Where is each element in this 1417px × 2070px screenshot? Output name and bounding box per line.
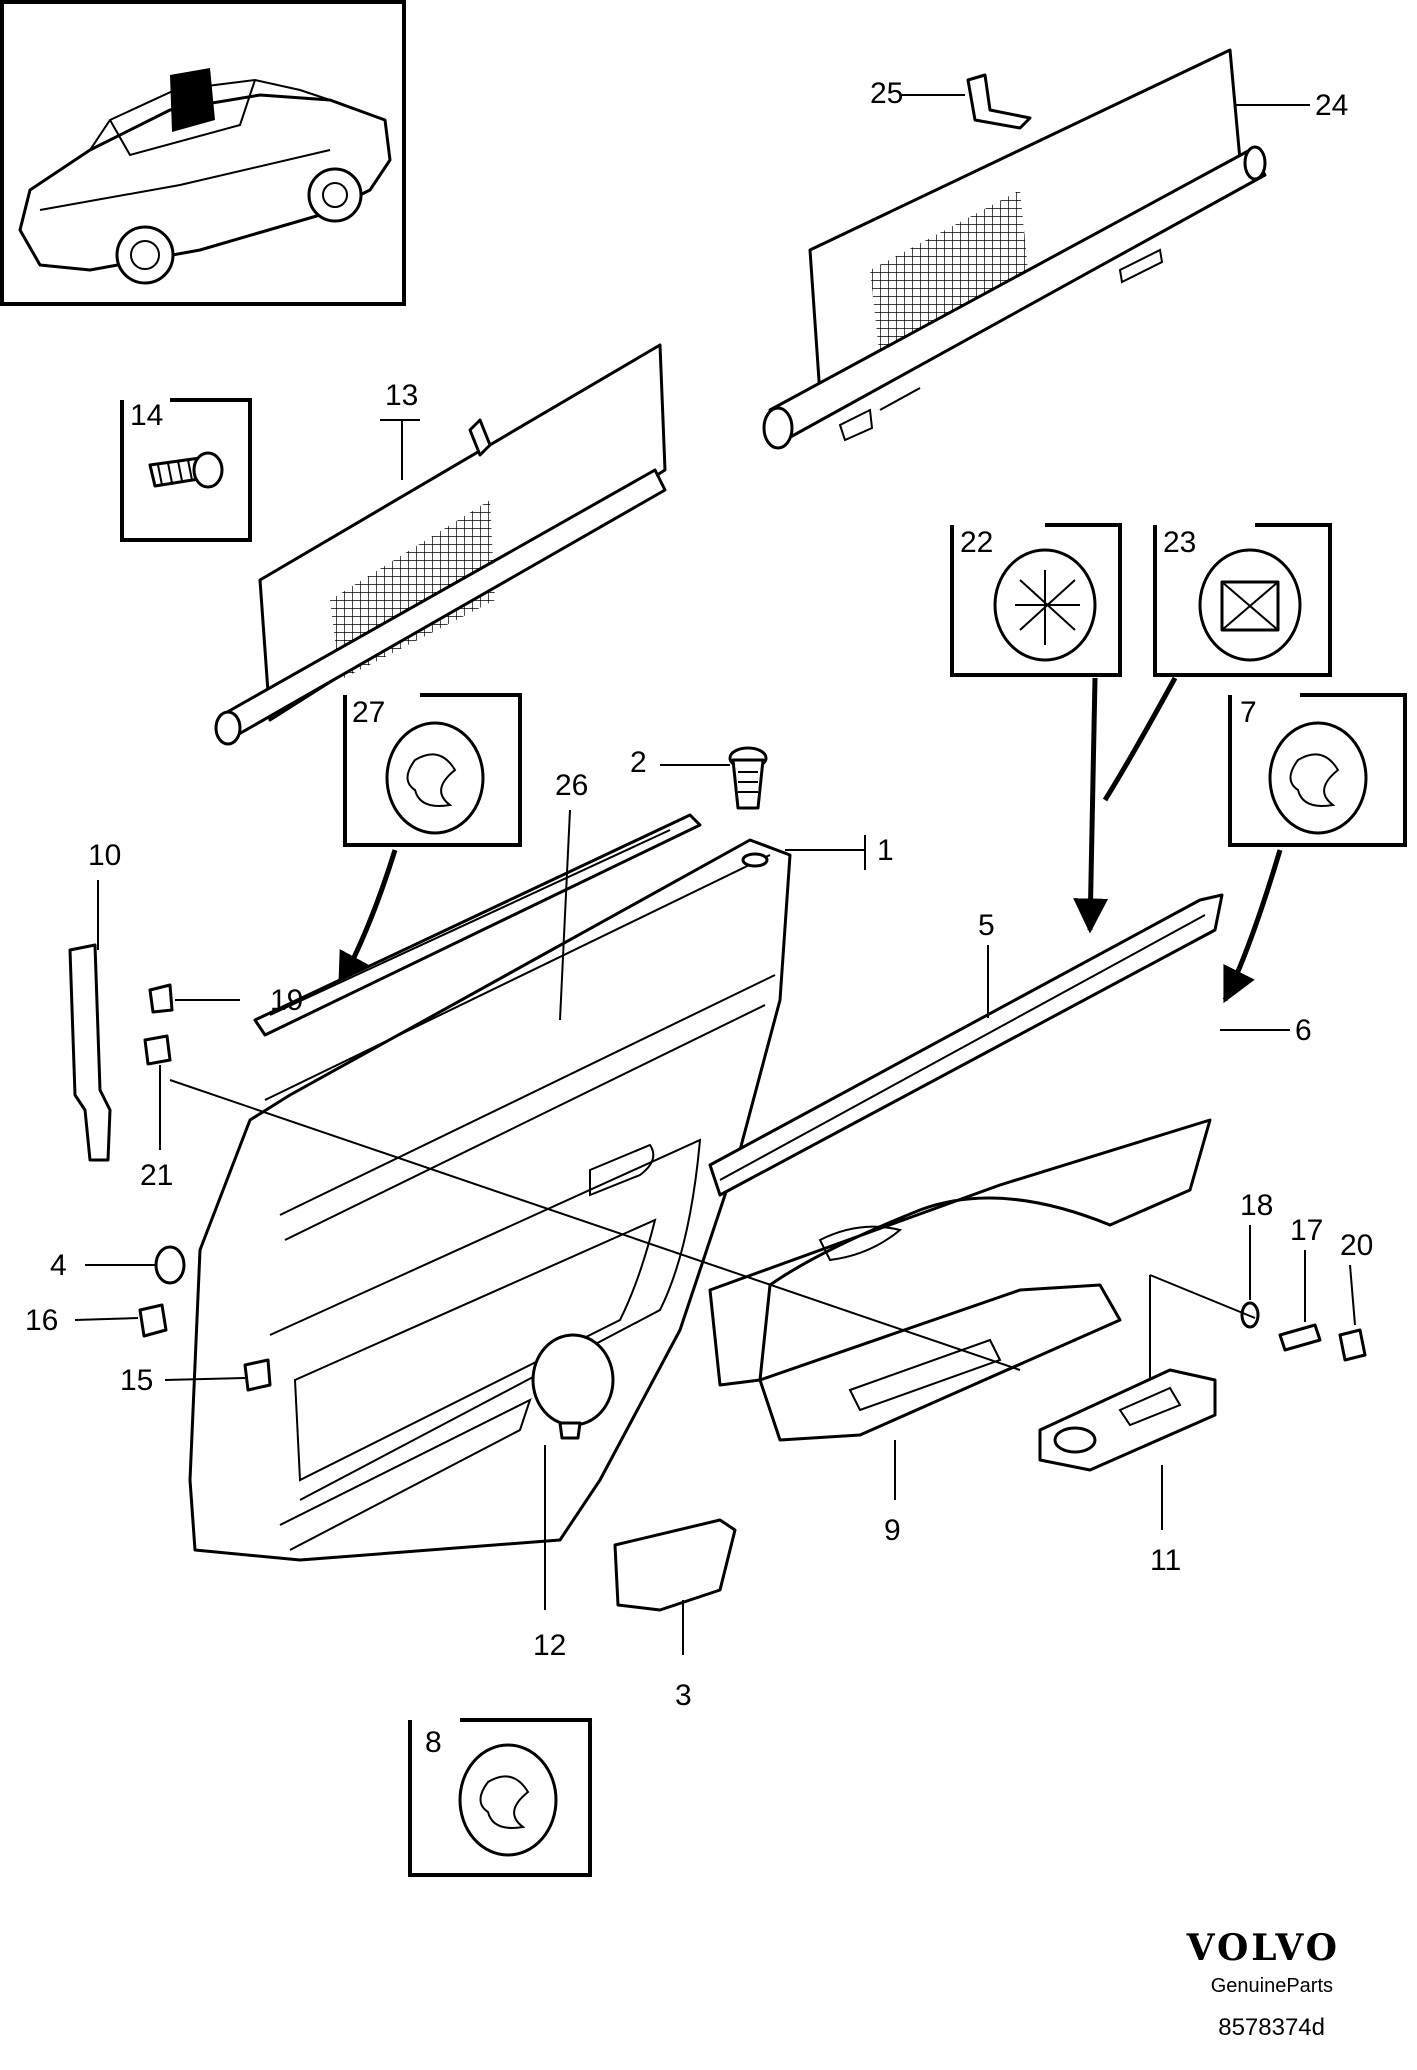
callout-2: 2: [630, 746, 647, 779]
upper-moulding-part: [708, 893, 1224, 1197]
clip-box-8: [408, 1718, 592, 1877]
callout-7: 7: [1240, 696, 1257, 729]
armrest-part: [758, 1283, 1122, 1442]
callout-19: 19: [270, 984, 303, 1017]
callout-17: 17: [1290, 1214, 1323, 1247]
diagram-reference: 8578374d: [1218, 2014, 1325, 2041]
callout-8: 8: [425, 1726, 442, 1759]
callout-24: 24: [1315, 89, 1348, 122]
volvo-logo: VOLVO: [1186, 1927, 1340, 1969]
bracket-strap-part: [68, 943, 112, 1162]
speaker-cap-part: [531, 1333, 615, 1440]
bracket-part: [966, 73, 1032, 130]
bolt-box: [120, 398, 252, 542]
switch-housing-part: [1038, 1368, 1217, 1472]
callout-21: 21: [140, 1159, 173, 1192]
callout-10: 10: [88, 839, 121, 872]
callout-4: 4: [50, 1249, 67, 1282]
fasteners: [138, 983, 1367, 1392]
callout-1: 1: [877, 834, 894, 867]
callout-13: 13: [385, 379, 418, 412]
pad-part: [613, 1518, 737, 1612]
callout-18: 18: [1240, 1189, 1273, 1222]
branding: VOLVO GenuineParts 8578374d: [1186, 1927, 1340, 2041]
callout-6: 6: [1295, 1014, 1312, 1047]
callout-3: 3: [675, 1679, 692, 1712]
callout-15: 15: [120, 1364, 153, 1397]
clip-box-7: [1228, 693, 1407, 847]
window-strip-part: [253, 813, 702, 1037]
callout-26: 26: [555, 769, 588, 802]
callout-27: 27: [352, 696, 385, 729]
assembly-arrows: [337, 676, 1283, 1004]
clip-box-23: [1153, 523, 1332, 677]
callout-11: 11: [1150, 1544, 1181, 1577]
genuine-parts-label: GenuineParts: [1211, 1975, 1333, 1997]
clip-box-27: [343, 693, 522, 847]
callout-23: 23: [1163, 526, 1196, 559]
lower-trim-part: [708, 1118, 1212, 1387]
push-pin-part: [728, 746, 768, 810]
callout-25: 25: [870, 77, 903, 110]
callout-12: 12: [533, 1629, 566, 1662]
callout-20: 20: [1340, 1229, 1373, 1262]
callout-16: 16: [25, 1304, 58, 1337]
clip-box-22: [950, 523, 1122, 677]
door-panel-part: [188, 838, 792, 1562]
sun-blind-small-part: [214, 343, 667, 746]
vehicle-thumbnail: [0, 0, 406, 306]
callout-14: 14: [130, 399, 163, 432]
callout-9: 9: [884, 1514, 901, 1547]
callout-22: 22: [960, 526, 993, 559]
callout-5: 5: [978, 909, 995, 942]
callout-labels: 25 24 13 14 22 23 27 7 2 26 1 10 5 19 6 …: [25, 77, 1373, 1759]
leader-lines: [74, 94, 1356, 1655]
sun-blind-large-part: [762, 48, 1267, 450]
